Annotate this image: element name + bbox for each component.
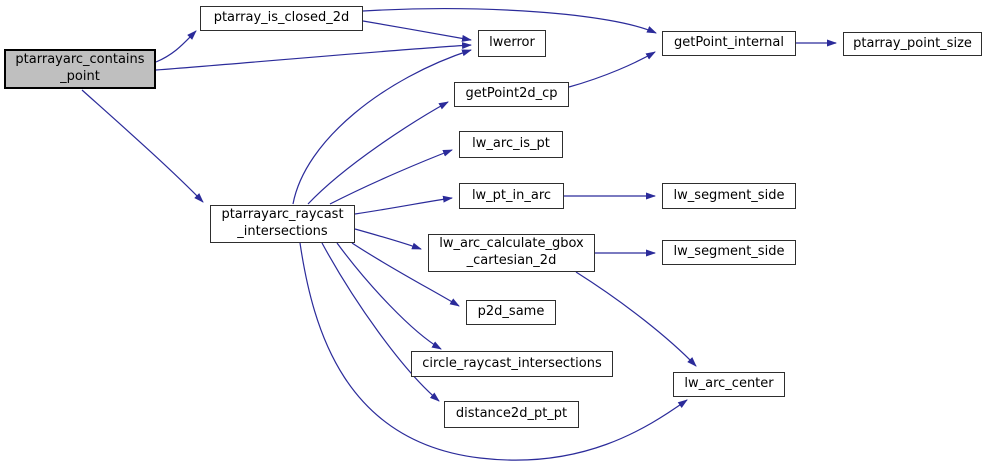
edge-getPoint2d_cp-to-getPoint_internal <box>568 51 656 88</box>
graph-node-lw_segment_side_1[interactable]: lw_segment_side <box>662 183 796 209</box>
edge-ptarrayarc_contains_point-to-ptarrayarc_raycast_intersections <box>81 89 204 203</box>
graph-node-lw_arc_center[interactable]: lw_arc_center <box>673 372 785 397</box>
graph-node-ptarray_is_closed_2d[interactable]: ptarray_is_closed_2d <box>200 6 363 31</box>
graph-node-distance2d_pt_pt[interactable]: distance2d_pt_pt <box>444 401 579 428</box>
graph-node-lw_segment_side_2[interactable]: lw_segment_side <box>662 240 796 265</box>
graph-node-lw_pt_in_arc[interactable]: lw_pt_in_arc <box>459 183 564 209</box>
graph-node-ptarray_point_size[interactable]: ptarray_point_size <box>843 32 982 56</box>
edge-ptarrayarc_raycast_intersections-to-lw_arc_calculate_gbox_cartesian_2d <box>354 228 422 250</box>
graph-node-lw_arc_is_pt[interactable]: lw_arc_is_pt <box>459 131 563 158</box>
graph-node-lw_arc_calculate_gbox_cartesian_2d[interactable]: lw_arc_calculate_gbox _cartesian_2d <box>428 234 595 272</box>
graph-node-ptarrayarc_contains_point: ptarrayarc_contains _point <box>4 49 156 89</box>
edge-ptarrayarc_raycast_intersections-to-getPoint2d_cp <box>307 101 449 205</box>
graph-node-getPoint2d_cp[interactable]: getPoint2d_cp <box>454 82 569 107</box>
edge-ptarrayarc_contains_point-to-lwerror <box>155 42 472 71</box>
edge-ptarrayarc_raycast_intersections-to-circle_raycast_intersections <box>336 242 442 350</box>
edge-ptarrayarc_raycast_intersections-to-lwerror <box>292 49 472 205</box>
graph-node-getPoint_internal[interactable]: getPoint_internal <box>662 31 796 56</box>
edge-ptarrayarc_contains_point-to-ptarray_is_closed_2d <box>155 30 197 63</box>
edge-ptarrayarc_raycast_intersections-to-lw_arc_is_pt <box>329 149 453 205</box>
graph-node-p2d_same[interactable]: p2d_same <box>466 300 556 325</box>
edge-ptarray_is_closed_2d-to-lwerror <box>362 20 472 42</box>
edge-ptarrayarc_raycast_intersections-to-lw_pt_in_arc <box>354 195 453 215</box>
edge-ptarrayarc_raycast_intersections-to-distance2d_pt_pt <box>321 242 440 402</box>
graph-node-lwerror[interactable]: lwerror <box>478 30 546 57</box>
graph-node-ptarrayarc_raycast_intersections[interactable]: ptarrayarc_raycast _intersections <box>210 205 355 243</box>
graph-node-circle_raycast_intersections[interactable]: circle_raycast_intersections <box>411 351 613 377</box>
